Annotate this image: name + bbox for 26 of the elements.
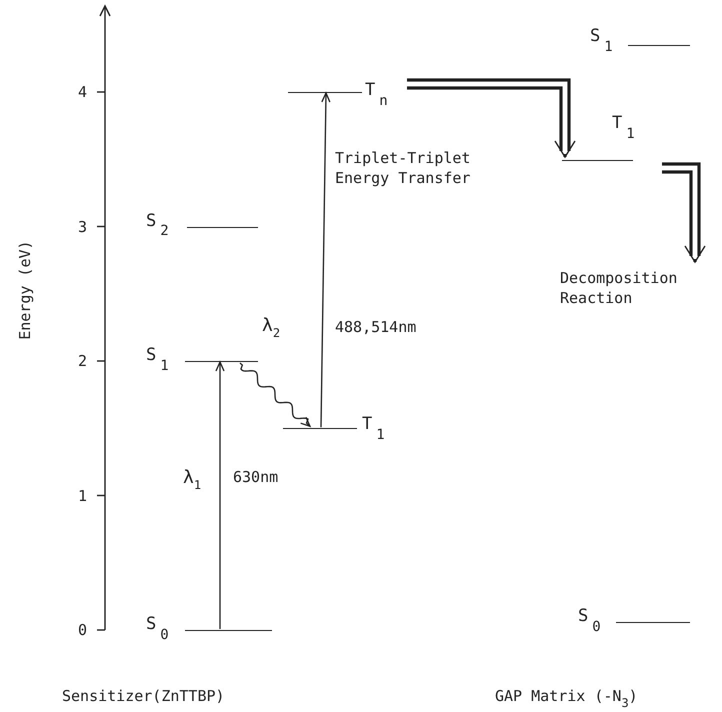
- axis-title: Energy (eV): [14, 239, 35, 342]
- arrow: [215, 361, 225, 629]
- arrow: [320, 92, 331, 428]
- wavelength-symbol: λ$_{1}$: [183, 466, 202, 494]
- material-label: Sensitizer(ZnTTBP): [62, 686, 225, 706]
- wavelength-symbol: λ$_{2}$: [262, 314, 280, 342]
- state-label: T$_{1}$: [362, 416, 385, 442]
- axis-tick-label: 3: [78, 216, 88, 237]
- state-label: S$_{0}$: [146, 616, 169, 642]
- material-label: GAP Matrix (-N$_{3}$): [495, 686, 638, 712]
- axis-tick-label: 0: [78, 620, 88, 640]
- state-label: S$_{1}$: [590, 28, 613, 54]
- state-label: S$_{2}$: [146, 212, 169, 238]
- double-arrow: [660, 162, 706, 264]
- reaction-label: Decomposition Reaction: [560, 268, 678, 308]
- edge-label: 488,514nm: [335, 318, 416, 336]
- double-arrow: [405, 78, 576, 159]
- state-label: S$_{1}$: [146, 347, 169, 373]
- wavy-arrow: [240, 362, 311, 427]
- state-label: S$_{0}$: [578, 608, 601, 634]
- process-label: Triplet-Triplet Energy Transfer: [335, 148, 472, 188]
- state-label: T$_{n}$: [365, 82, 388, 108]
- axis-tick-label: 4: [78, 82, 88, 102]
- state-label: T$_{1}$: [612, 115, 635, 141]
- axis-tick-label: 2: [78, 351, 88, 372]
- axis-tick-label: 1: [78, 486, 88, 506]
